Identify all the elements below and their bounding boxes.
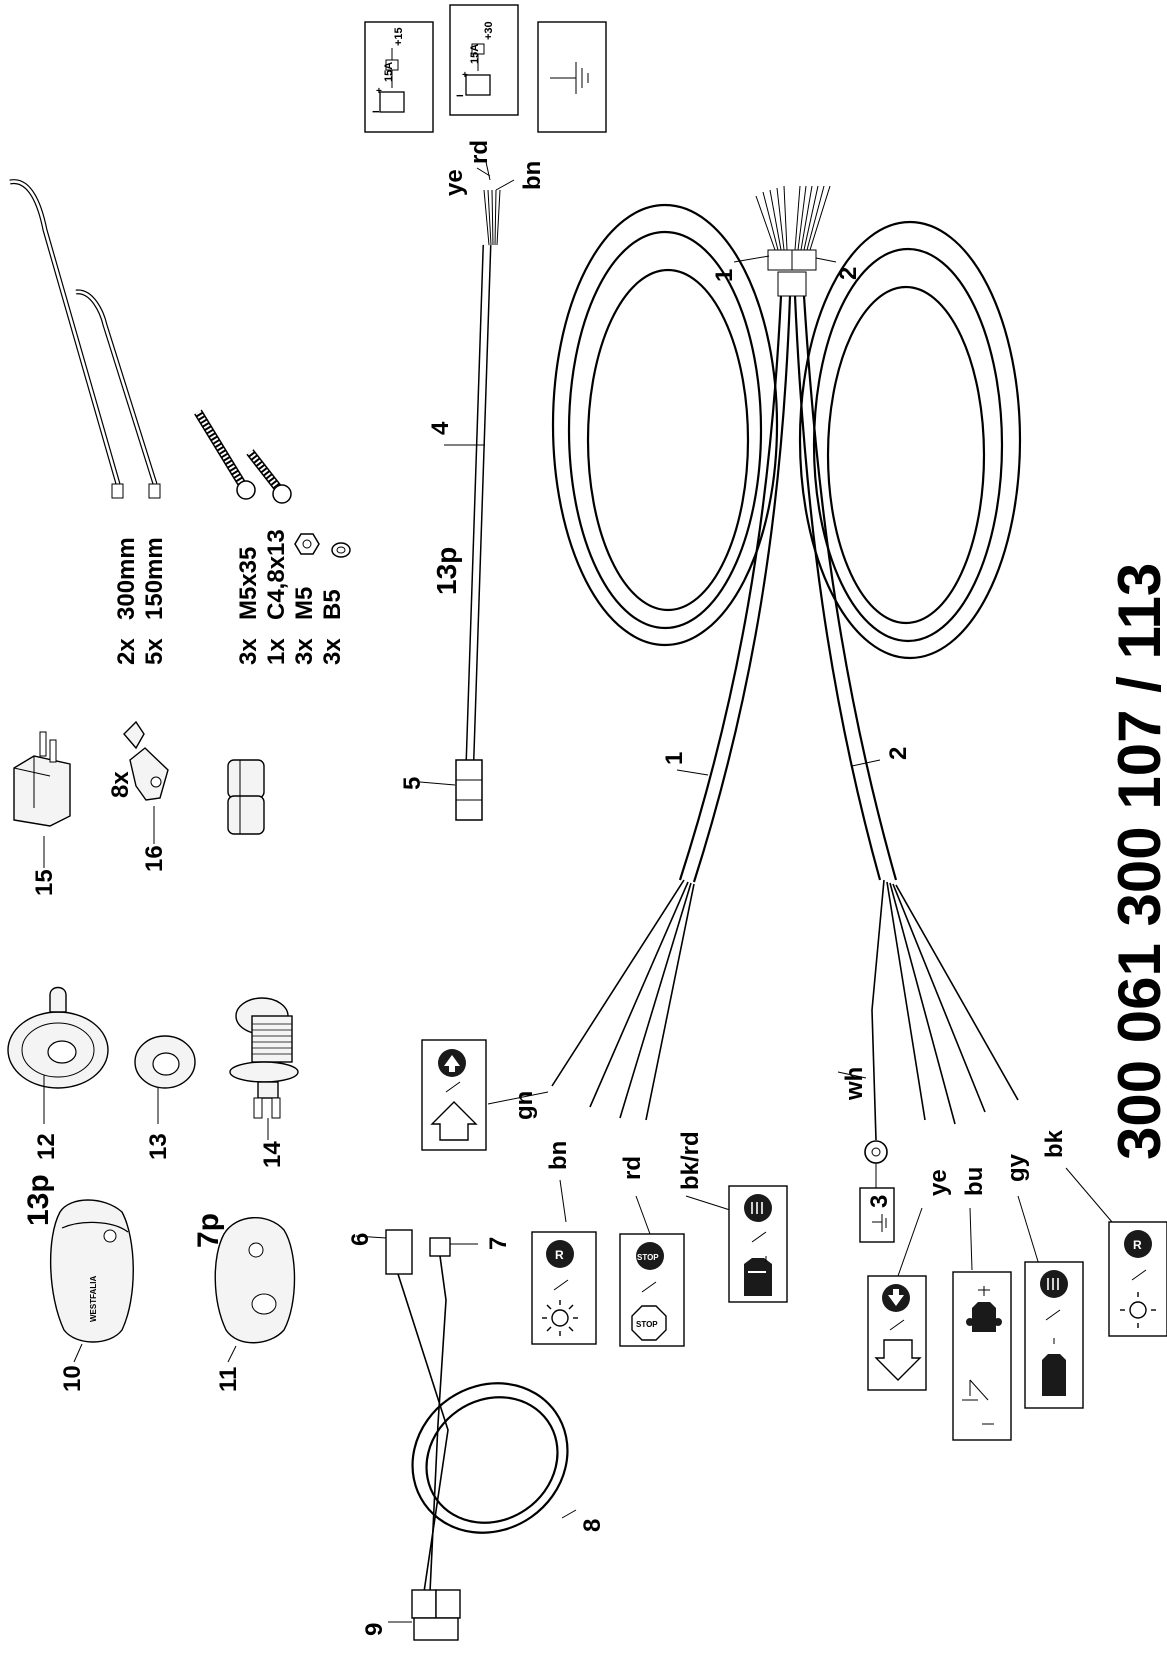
harness-13p: ye rd bn 4 13p 5 xyxy=(399,140,546,821)
screw-long-icon xyxy=(194,409,256,500)
part-number-15: 15 xyxy=(31,869,58,896)
wire-label-gy: gy xyxy=(1003,1153,1030,1182)
socket-13p-part-10: WESTFALIA xyxy=(49,1199,134,1363)
seal-part-13 xyxy=(134,1035,196,1124)
socket-7p-part-11 xyxy=(214,1216,296,1363)
socket-part-14 xyxy=(229,997,299,1140)
main-loom xyxy=(551,185,1022,1164)
cable-tie-long xyxy=(9,179,124,499)
svg-text:−: − xyxy=(372,104,380,119)
ground-callout-3: 3 xyxy=(866,1195,893,1208)
cable-tie-short xyxy=(75,289,161,499)
tie-size-1: 300mm xyxy=(113,537,140,620)
symbol-box-reverse-switch xyxy=(952,1271,1012,1441)
part-number-10: 10 xyxy=(59,1365,86,1392)
wire-label-bk: bk xyxy=(1041,1129,1068,1158)
wire-label-ye-13p: ye xyxy=(441,169,468,196)
washer-icon xyxy=(331,542,351,558)
screw-size-4: B5 xyxy=(319,589,346,620)
tie-qty-1: 2x xyxy=(113,638,140,665)
left-wire-labels: gn bn rd bk/rd xyxy=(487,1091,731,1235)
ground-box: 3 xyxy=(859,1187,895,1243)
part-qty-16: 8x xyxy=(107,771,134,798)
symbol-stop-label-filled: STOP xyxy=(637,1253,659,1262)
callout-1-top: 1 xyxy=(711,269,738,282)
symbol-box-fog-light-2 xyxy=(1024,1261,1084,1409)
callout-2-mid: 2 xyxy=(885,747,912,760)
permanent-terminal-label: +30 xyxy=(483,21,495,40)
screw-qty-3: 3x xyxy=(291,638,318,665)
svg-text:+: + xyxy=(376,86,382,97)
screw-short-icon xyxy=(246,449,292,504)
nut-icon xyxy=(294,533,320,555)
symbol-box-direction-right xyxy=(867,1275,927,1391)
tie-qty-2: 5x xyxy=(141,638,168,665)
wire-label-wh: wh xyxy=(841,1067,868,1101)
harness-13p-label: 13p xyxy=(431,547,462,595)
wire-label-bn-13p: bn xyxy=(519,161,546,190)
supply-symbol-ignition: − + 15A +15 xyxy=(364,21,434,133)
screw-size-2: C4,8x13 xyxy=(263,529,290,620)
svg-text:+: + xyxy=(462,70,468,81)
permanent-fuse-label: 15A xyxy=(469,44,481,64)
screw-size-3: M5 xyxy=(291,587,318,620)
symbol-rear-label-2: R xyxy=(1133,1238,1142,1252)
part-number-12: 12 xyxy=(33,1133,60,1160)
symbol-stop-label-outline: STOP xyxy=(636,1320,658,1329)
supply-symbol-ground xyxy=(537,21,607,133)
clip-part-16 xyxy=(123,720,169,844)
part-number-11: 11 xyxy=(215,1367,242,1392)
grommet-pair xyxy=(227,759,265,835)
part-number-6: 6 xyxy=(347,1233,374,1246)
wire-label-ye: ye xyxy=(925,1169,952,1196)
symbol-box-stop: STOP STOP xyxy=(619,1233,685,1347)
symbol-box-position-light: R xyxy=(1108,1221,1167,1337)
wire-label-bu: bu xyxy=(961,1167,988,1196)
screw-qty-1: 3x xyxy=(235,638,262,665)
wire-label-bn: bn xyxy=(545,1141,572,1170)
ignition-terminal-label: +15 xyxy=(393,27,405,46)
document-number: 300 061 300 107 / 113 xyxy=(1106,563,1167,1160)
screw-size-1: M5x35 xyxy=(235,547,262,620)
part-number-9: 9 xyxy=(361,1623,388,1636)
wire-label-rd: rd xyxy=(619,1156,646,1180)
socket-plate-part-12 xyxy=(7,986,109,1124)
supply-symbol-permanent: − + 15A +30 xyxy=(449,4,519,116)
callout-4: 4 xyxy=(427,421,454,435)
screw-qty-4: 3x xyxy=(319,638,346,665)
callout-5: 5 xyxy=(399,777,426,790)
tie-size-2: 150mm xyxy=(141,537,168,620)
fastener-ties-list: 2x 300mm 5x 150mm xyxy=(113,537,168,665)
wire-label-rd-13p: rd xyxy=(466,140,493,164)
symbol-box-direction-left xyxy=(421,1039,487,1151)
ignition-fuse-label: 15A xyxy=(383,62,395,82)
callout-1-mid: 1 xyxy=(661,752,688,765)
auxiliary-harness xyxy=(355,1229,577,1641)
plug-label-7p: 7p xyxy=(192,1213,225,1248)
callout-2-top: 2 xyxy=(835,267,862,280)
wire-label-gn: gn xyxy=(511,1091,538,1120)
relay-part-15 xyxy=(13,731,71,868)
part-number-13: 13 xyxy=(145,1133,172,1160)
screw-qty-2: 1x xyxy=(263,638,290,665)
symbol-box-tail-light: R xyxy=(531,1231,597,1345)
part-number-16: 16 xyxy=(141,845,168,872)
wire-label-bkrd: bk/rd xyxy=(677,1131,704,1190)
plug-label-13p: 13p xyxy=(22,1174,55,1226)
symbol-box-fog-light xyxy=(728,1185,788,1303)
part-number-8: 8 xyxy=(579,1519,606,1532)
part-number-7: 7 xyxy=(485,1237,512,1250)
fastener-screws-list: 3x M5x35 1x C4,8x13 3x M5 3x B5 xyxy=(235,529,346,665)
svg-text:−: − xyxy=(456,88,464,103)
right-wire-labels: wh ye bu gy bk xyxy=(837,1067,1113,1277)
part-number-14: 14 xyxy=(259,1141,286,1168)
brand-label: WESTFALIA xyxy=(89,1276,98,1322)
symbol-rear-label: R xyxy=(555,1248,564,1262)
